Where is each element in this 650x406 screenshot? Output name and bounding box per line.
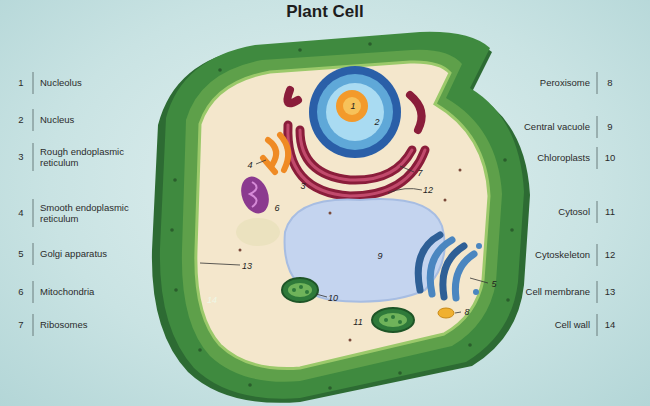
key-name: Cytoskeleton (535, 249, 590, 260)
key-number: 12 (603, 249, 617, 260)
callout-number: 9 (377, 251, 382, 262)
callout-number: 8 (464, 307, 469, 318)
key-number: 2 (14, 114, 28, 125)
key-number: 10 (603, 152, 617, 163)
callout-number: 12 (423, 185, 433, 196)
leader-lines (200, 160, 488, 313)
callout-number: 11 (353, 317, 362, 328)
key-number: 5 (14, 248, 28, 259)
key-number: 3 (14, 151, 28, 162)
callout-number: 4 (247, 160, 252, 171)
key-name: Mitochondria (40, 286, 140, 297)
key-name: Smooth endoplasmic reticulum (40, 202, 140, 225)
key-name: Cytosol (558, 206, 590, 217)
nucleus (309, 66, 401, 158)
key-number: 9 (603, 121, 617, 132)
key-number: 13 (603, 286, 617, 297)
key-number: 8 (603, 77, 617, 88)
diagram-title: Plant Cell (286, 2, 363, 22)
callout-number: 6 (274, 203, 279, 214)
key-name: Cell membrane (526, 286, 590, 297)
central-vacuole (285, 199, 445, 302)
callout-number: 1 (350, 101, 355, 112)
key-number: 14 (603, 319, 617, 330)
cytosol (196, 62, 489, 369)
smooth-er (263, 135, 288, 172)
key-name: Chloroplasts (537, 152, 590, 163)
key-name: Golgi apparatus (40, 248, 140, 259)
key-name: Nucleolus (40, 77, 140, 88)
peroxisome (438, 308, 454, 318)
key-name: Nucleus (40, 114, 140, 125)
key-number: 6 (14, 286, 28, 297)
callout-number: 2 (374, 117, 379, 128)
mitochondrion (236, 173, 273, 218)
ribosome-dots (239, 169, 462, 342)
key-name: Ribosomes (40, 319, 140, 330)
key-number: 1 (14, 77, 28, 88)
callout-number: 13 (242, 261, 252, 272)
key-number: 11 (603, 206, 617, 217)
golgi-apparatus (418, 235, 482, 298)
key-name: Rough endoplasmic reticulum (40, 146, 140, 169)
callout-number: 3 (300, 181, 305, 192)
callout-number: 5 (491, 279, 496, 290)
key-name: Peroxisome (540, 77, 590, 88)
cell-wall (152, 32, 530, 403)
key-number: 4 (14, 207, 28, 218)
key-number: 7 (14, 319, 28, 330)
callout-number: 7 (417, 168, 422, 179)
key-name: Cell wall (555, 319, 590, 330)
callout-number: 10 (328, 293, 338, 304)
key-name: Central vacuole (524, 121, 590, 132)
callout-number: 14 (207, 295, 217, 306)
chloroplast (282, 278, 414, 332)
